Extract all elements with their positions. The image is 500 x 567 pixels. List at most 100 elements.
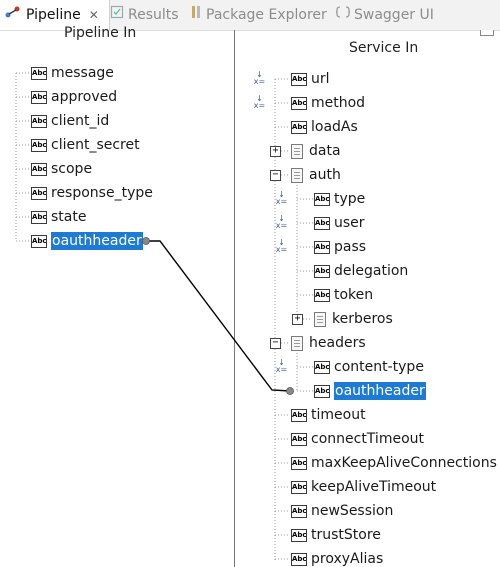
pipeline-in-state[interactable]: Abc state [31, 205, 86, 229]
pipeline-in-title: Pipeline In [64, 25, 137, 41]
pipeline-in-oauthheader[interactable]: Abc oauthheader [31, 229, 143, 253]
variable-label: connectTimeout [311, 431, 424, 447]
map-indicator-icon: ↓x= [275, 190, 288, 206]
expand-icon[interactable]: + [270, 146, 281, 157]
tab-pipeline-label: Pipeline [26, 7, 81, 23]
variable-label: delegation [334, 263, 409, 279]
close-icon[interactable]: ✕ [88, 8, 99, 22]
pipeline-in-approved[interactable]: Abc approved [31, 85, 117, 109]
string-icon: Abc [31, 234, 47, 248]
variable-label: token [334, 287, 374, 303]
map-indicator-icon: ↓x= [275, 214, 288, 230]
variable-label: approved [51, 89, 118, 105]
string-icon: Abc [31, 186, 47, 200]
variable-label: data [309, 143, 341, 159]
string-icon: Abc [314, 288, 330, 302]
collapse-icon[interactable]: − [270, 338, 281, 349]
scroll-up-button[interactable] [480, 30, 494, 36]
variable-label: oauthheader [51, 232, 143, 250]
string-icon: Abc [314, 192, 330, 206]
service-in-auth-delegation[interactable]: Abc delegation [314, 259, 408, 283]
string-icon: Abc [291, 456, 307, 470]
tab-pipeline[interactable]: Pipeline ✕ [0, 0, 110, 30]
service-in-keep-alive-timeout[interactable]: Abc keepAliveTimeout [291, 475, 436, 499]
variable-label: user [334, 215, 365, 231]
tab-package-explorer[interactable]: Package Explorer [190, 0, 327, 30]
string-icon: Abc [31, 210, 47, 224]
variable-label: method [311, 95, 366, 111]
map-indicator-icon: ↓x= [253, 70, 266, 86]
document-icon [291, 167, 303, 183]
service-in-method[interactable]: Abc method [291, 91, 365, 115]
string-icon: Abc [31, 66, 47, 80]
variable-label: message [51, 65, 114, 81]
service-in-headers[interactable]: headers [289, 331, 366, 355]
string-icon: Abc [291, 72, 307, 86]
collapse-icon[interactable]: − [270, 170, 281, 181]
service-in-auth-token[interactable]: Abc token [314, 283, 373, 307]
expand-icon[interactable]: + [292, 314, 303, 325]
tab-package-explorer-label: Package Explorer [206, 7, 327, 23]
service-in-auth-kerberos[interactable]: kerberos [312, 307, 393, 331]
tab-swagger-ui[interactable]: Swagger UI [335, 0, 434, 30]
variable-label: type [334, 191, 366, 207]
tab-results[interactable]: Results [110, 0, 179, 30]
package-explorer-icon [190, 0, 202, 30]
service-in-pane: Service In ↓x= ↓x= ↓x= ↓x= ↓x= ↓x= + − +… [235, 30, 500, 567]
pipeline-in-client-secret[interactable]: Abc client_secret [31, 133, 140, 157]
variable-label: timeout [311, 407, 366, 423]
pipeline-in-message[interactable]: Abc message [31, 61, 114, 85]
variable-label: kerberos [332, 311, 393, 327]
string-icon: Abc [314, 264, 330, 278]
string-icon: Abc [314, 384, 330, 398]
string-icon: Abc [31, 138, 47, 152]
service-in-headers-oauthheader[interactable]: Abc oauthheader [314, 379, 426, 403]
variable-label: oauthheader [334, 382, 426, 400]
editor-tab-bar: Pipeline ✕ Results Package Explorer Swagg… [0, 0, 500, 31]
variable-label: client_id [51, 113, 110, 129]
swagger-icon [335, 0, 351, 30]
variable-label: maxKeepAliveConnections [311, 455, 497, 471]
service-in-connect-timeout[interactable]: Abc connectTimeout [291, 427, 424, 451]
tab-swagger-ui-label: Swagger UI [354, 7, 434, 23]
service-in-auth[interactable]: auth [289, 163, 341, 187]
variable-label: newSession [311, 503, 394, 519]
document-icon [291, 143, 303, 159]
variable-label: pass [334, 239, 367, 255]
variable-label: client_secret [51, 137, 140, 153]
variable-label: state [51, 209, 87, 225]
string-icon: Abc [291, 432, 307, 446]
variable-label: scope [51, 161, 93, 177]
pipeline-in-tree-lines [15, 72, 30, 242]
string-icon: Abc [291, 96, 307, 110]
service-in-max-keep-alive-connections[interactable]: Abc maxKeepAliveConnections [291, 451, 497, 475]
service-in-title: Service In [349, 40, 419, 56]
map-indicator-icon: ↓x= [253, 94, 266, 110]
pipeline-in-response-type[interactable]: Abc response_type [31, 181, 153, 205]
variable-label: response_type [51, 185, 153, 201]
string-icon: Abc [31, 90, 47, 104]
service-in-data[interactable]: data [289, 139, 341, 163]
document-icon [291, 335, 303, 351]
string-icon: Abc [314, 240, 330, 254]
variable-label: keepAliveTimeout [311, 479, 437, 495]
results-icon [110, 0, 124, 30]
document-icon [314, 311, 326, 327]
variable-label: content-type [334, 359, 424, 375]
string-icon: Abc [291, 480, 307, 494]
variable-label: headers [309, 335, 366, 351]
pipeline-icon [4, 0, 22, 30]
